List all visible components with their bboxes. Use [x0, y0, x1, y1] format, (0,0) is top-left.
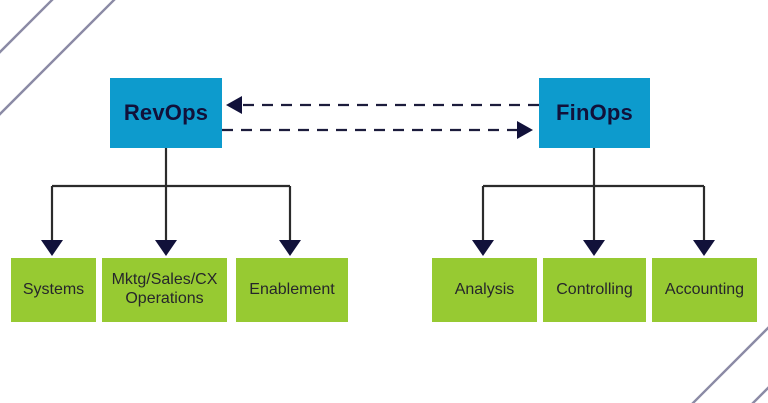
- node-revops-label: RevOps: [123, 100, 209, 126]
- stripe-top-left-2: [0, 0, 54, 54]
- arrowhead-controlling: [583, 240, 605, 256]
- node-analysis[interactable]: Analysis: [432, 258, 537, 322]
- arrowhead-analysis: [472, 240, 494, 256]
- revops-arrowheads: [41, 240, 301, 256]
- node-enablement-label: Enablement: [249, 280, 335, 298]
- node-analysis-label: Analysis: [454, 280, 515, 298]
- stripe-top-left-1: [0, 0, 62, 60]
- cross-link-revops-to-finops: [222, 121, 533, 139]
- node-accounting[interactable]: Accounting: [652, 258, 757, 322]
- node-controlling-label: Controlling: [556, 280, 633, 298]
- node-accounting-label: Accounting: [664, 280, 745, 298]
- cross-link-finops-to-revops: [226, 96, 539, 114]
- finops-tree-connectors: [481, 148, 706, 240]
- node-systems[interactable]: Systems: [11, 258, 96, 322]
- arrowhead-systems: [41, 240, 63, 256]
- arrowhead-enablement: [279, 240, 301, 256]
- node-mktg-sales-cx-operations-label: Mktg/Sales/CX Operations: [111, 271, 218, 307]
- stripe-bottom-right-2: [751, 386, 768, 403]
- revops-tree-connectors: [50, 148, 292, 240]
- node-systems-label: Systems: [22, 280, 85, 298]
- node-mktg-sales-cx-operations[interactable]: Mktg/Sales/CX Operations: [102, 258, 227, 322]
- node-controlling[interactable]: Controlling: [543, 258, 646, 322]
- node-finops-label: FinOps: [556, 100, 633, 126]
- arrowhead-accounting: [693, 240, 715, 256]
- arrowhead-operations: [155, 240, 177, 256]
- node-enablement[interactable]: Enablement: [236, 258, 348, 322]
- node-revops[interactable]: RevOps: [110, 78, 222, 148]
- node-finops[interactable]: FinOps: [539, 78, 650, 148]
- finops-arrowheads: [472, 240, 715, 256]
